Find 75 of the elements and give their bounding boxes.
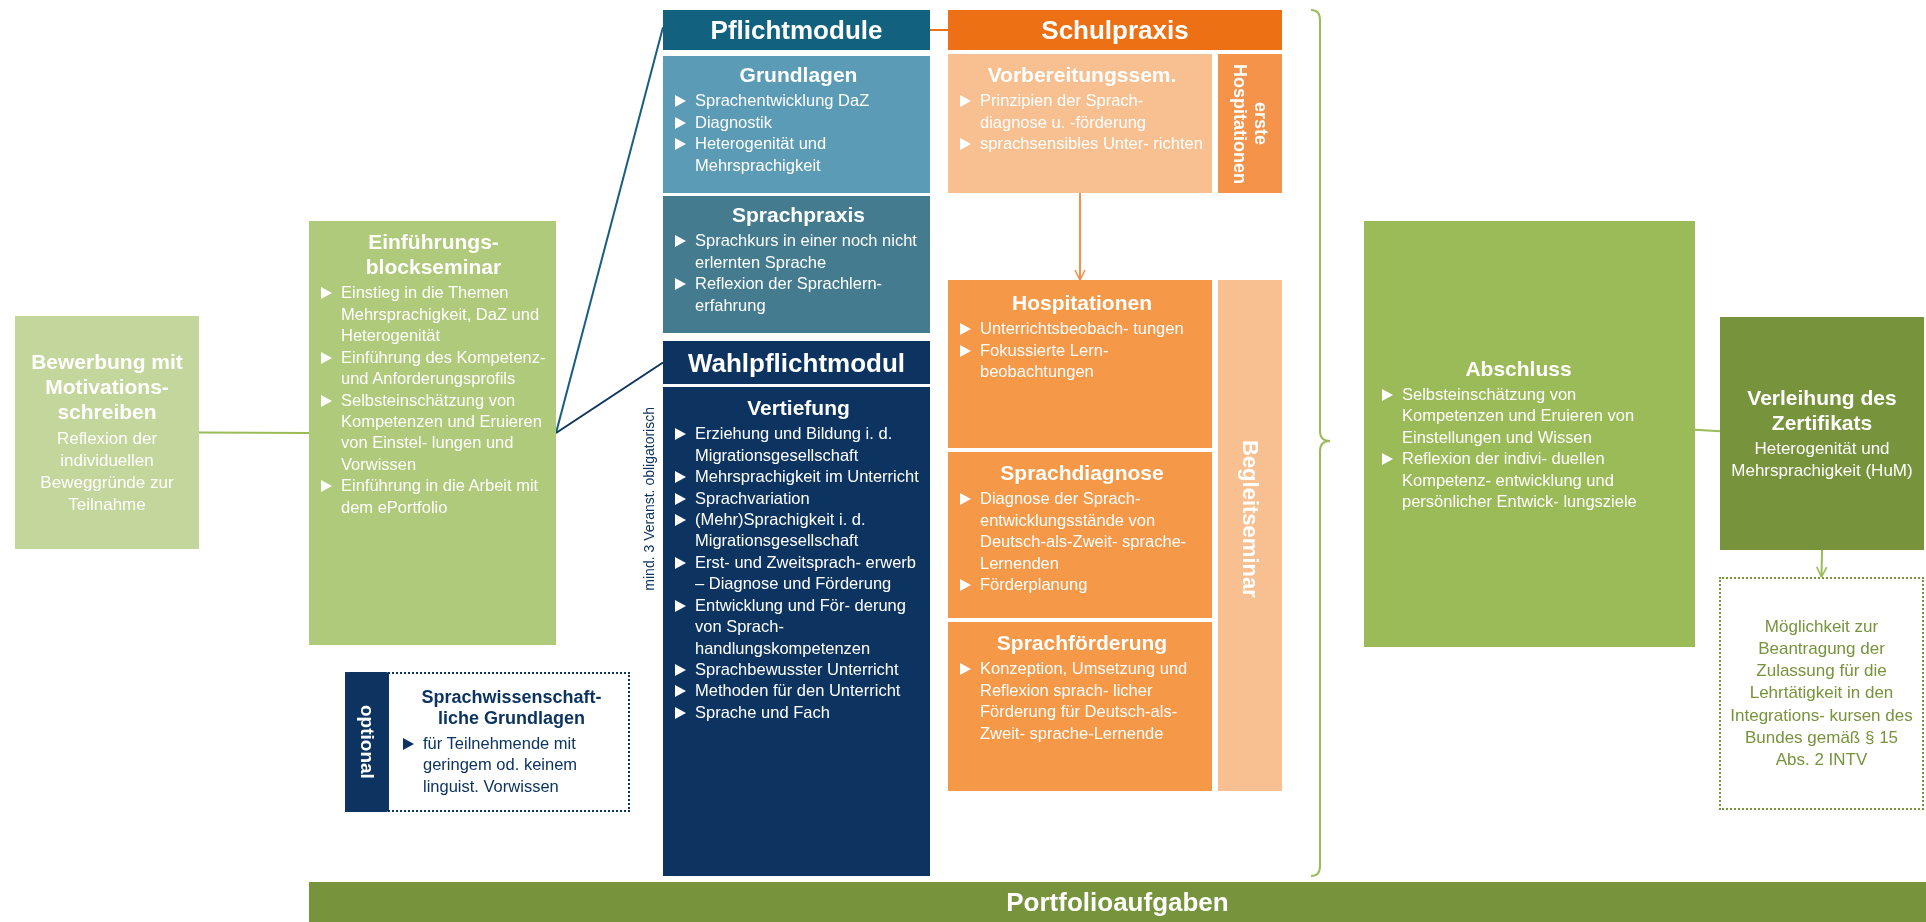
bullet-text: (Mehr)Sprachigkeit i. d. Migrationsgesellschaft [695, 508, 867, 552]
box-heading: Sprachwissenschaft- liche Grundlagen [420, 686, 603, 730]
connector-line [555, 361, 664, 434]
bullet-text: Fokussierte Lern- beobachtungen [980, 339, 1110, 383]
optional-card [345, 672, 630, 812]
header-band [663, 341, 930, 384]
box-heading: Sprachdiagnose [999, 460, 1165, 486]
connector-line [1694, 428, 1721, 433]
practice-box [948, 622, 1212, 791]
band-title: Schulpraxis [1040, 14, 1190, 47]
box-heading: Bewerbung mit Motivations- schreiben [30, 349, 184, 425]
box-heading: Grundlagen [738, 62, 859, 88]
bullet-text: Selbsteinschätzung von Kompetenzen und Eruieren von Einstel- lungen und Vorwissen [341, 389, 543, 475]
arrow [1074, 192, 1086, 281]
box-heading: Abschluss [1464, 355, 1573, 381]
band-title: Begleitseminar [1237, 440, 1263, 598]
module-box [663, 196, 930, 333]
module-box [663, 56, 930, 193]
connector-line [929, 29, 949, 31]
bullet-text: Einstieg in die Themen Mehrsprachigkeit, DaZ und Heterogenität [341, 282, 541, 347]
bullet-text: Heterogenität und Mehrsprachigkeit [695, 133, 828, 176]
step-box [15, 316, 199, 549]
box-heading: Hospitationen [1011, 290, 1153, 316]
note-text: Möglichkeit zur Beantragung der Zulassung für die Lehrtätigkeit in den Integrations- kursen des Bundes gemäß § 15 Abs. 2 INTV [1729, 616, 1914, 771]
bullet-text: Reflexion der indivi- duellen Kompetenz- entwicklung und persönlicher Entwick- lungsziele [1402, 448, 1638, 512]
module-box [663, 387, 930, 876]
bullet-text: Einführung in die Arbeit mit dem ePortfolio [341, 475, 540, 518]
connector-line [198, 431, 310, 434]
box-heading: Verleihung des Zertifikats [1746, 384, 1898, 436]
box-text: Heterogenität und Mehrsprachigkeit (HuM) [1730, 438, 1914, 483]
bullet-text: Erst- und Zweitsprach- erwerb – Diagnose und Förderung [695, 551, 917, 595]
side-band [1218, 280, 1282, 791]
final-box [1364, 221, 1695, 647]
band-title: Pflichtmodule [709, 14, 884, 47]
bullet-text: Sprache und Fach [695, 701, 830, 723]
box-text: Reflexion der individuellen Beweggründe zur Teilnahme [39, 427, 175, 516]
header-band [663, 10, 930, 50]
band-title: Wahlpflichtmodul [686, 346, 907, 380]
box-heading: Vorbereitungssem. [986, 62, 1178, 88]
note-box [1719, 577, 1924, 810]
bullet-text: Methoden für den Unterricht [695, 680, 901, 702]
bullet-text: Diagnose der Sprach- entwicklungsstände von Deutsch-als-Zweit- sprache-Lernenden [980, 488, 1188, 574]
bullet-text: Sprachvariation [695, 487, 810, 509]
bullet-text: für Teilnehmende mit geringem od. keinem linguist. Vorwissen [423, 732, 579, 797]
practice-box [948, 54, 1212, 193]
box-heading: Einführungs- blockseminar [364, 229, 503, 280]
bullet-text: Unterrichtsbeobach- tungen [980, 318, 1184, 340]
optional-tab: optional [345, 672, 389, 812]
bullet-text: Mehrsprachigkeit im Unterricht [695, 466, 919, 488]
box-heading: Sprachpraxis [730, 202, 867, 228]
bullet-text: Förderplanung [980, 573, 1088, 595]
side-note: mind. 3 Veranst. obligatorisch [641, 407, 657, 591]
bullet-text: Diagnostik [695, 111, 773, 133]
band-title: Portfolioaufgaben [1005, 886, 1230, 919]
band-title: erste Hospitationen [1229, 62, 1271, 186]
bullet-text: sprachsensibles Unter- richten [980, 133, 1203, 155]
bullet-text: Sprachkurs in einer noch nicht erlernten Sprache [695, 230, 918, 273]
certificate-box [1720, 317, 1924, 550]
bullet-text: Einführung des Kompetenz- und Anforderungsprofils [341, 346, 546, 390]
bullet-text: Entwicklung und För- derung von Sprach- handlungskompetenzen [695, 594, 907, 659]
bullet-text: Reflexion der Sprachlern- erfahrung [695, 273, 884, 316]
bullet-text: Selbsteinschätzung von Kompetenzen und Eruieren von Einstellungen und Wissen [1402, 383, 1636, 448]
box-heading: Vertiefung [746, 395, 851, 421]
bullet-text: Sprachentwicklung DaZ [695, 90, 870, 112]
header-band [948, 10, 1282, 50]
arrow [1815, 549, 1828, 578]
practice-box [948, 280, 1212, 448]
bullet-text: Konzeption, Umsetzung und Reflexion sprach- licher Förderung für Deutsch-als-Zweit- sprache-Lernende [980, 658, 1189, 744]
practice-box [948, 452, 1212, 618]
footer-band [309, 882, 1926, 922]
side-band [1218, 54, 1282, 193]
box-heading: Sprachförderung [995, 630, 1169, 656]
bullet-text: Sprachbewusster Unterricht [695, 659, 899, 680]
seminar-box [309, 221, 556, 645]
bullet-text: Erziehung und Bildung i. d. Migrationsgesellschaft [695, 423, 894, 466]
